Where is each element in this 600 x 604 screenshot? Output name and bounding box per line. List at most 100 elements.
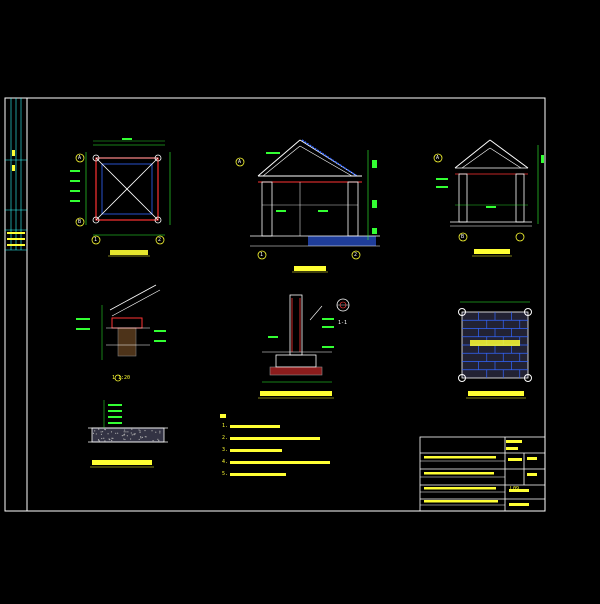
section-view	[250, 139, 380, 247]
gravel-speck	[133, 434, 135, 436]
gravel-speck	[123, 433, 126, 435]
section-axis-label-a: A	[238, 159, 242, 165]
left-strip-text	[7, 150, 25, 246]
gravel-speck	[158, 440, 160, 442]
gravel-speck	[115, 432, 117, 434]
elevation-axis-label-a: A	[436, 155, 440, 161]
section-marker-icon	[235, 157, 245, 167]
plan-axis-label-b: B	[78, 219, 82, 225]
plan-axis-label-a: A	[78, 155, 82, 161]
gravel-speck	[100, 433, 103, 435]
gravel-speck	[159, 432, 161, 434]
gravel-speck	[123, 438, 125, 440]
gravel-speck	[94, 430, 96, 432]
gravel-speck	[111, 439, 113, 442]
gravel-speck	[98, 428, 100, 430]
gravel-speck	[140, 436, 142, 438]
left-binding-strip	[5, 98, 27, 251]
section-axis-label-1: 1	[260, 252, 264, 258]
gravel-speck	[138, 438, 140, 441]
gravel-speck	[131, 434, 133, 436]
gravel-speck	[138, 429, 140, 431]
paving-title-text-block	[468, 391, 524, 396]
detail-marker-icon	[114, 374, 122, 382]
foundation-section-view	[88, 400, 168, 443]
gravel-speck	[152, 440, 154, 442]
note-item-5: 5.	[222, 471, 229, 477]
axis-bubble-icon	[257, 250, 267, 260]
column-detail-sub-label: 1-1	[338, 320, 348, 326]
gravel-speck	[104, 428, 106, 431]
axis-bubble-icon	[91, 235, 101, 245]
note-item-4: 4.	[222, 459, 229, 465]
gravel-speck	[123, 429, 126, 431]
gravel-speck	[95, 433, 97, 435]
gravel-speck	[103, 437, 105, 439]
gravel-speck	[155, 431, 157, 433]
gravel-speck	[110, 431, 113, 433]
gravel-speck	[159, 430, 161, 432]
gravel-speck	[124, 438, 126, 441]
axis-bubble-icon	[75, 153, 85, 163]
gravel-speck	[144, 429, 146, 432]
axis-bubble-icon	[155, 235, 165, 245]
gravel-speck	[92, 432, 95, 434]
roof-plan-view	[70, 138, 171, 236]
axis-bubble-icon	[458, 232, 468, 242]
plan-axis-label-2: 2	[158, 237, 162, 243]
gravel-speck	[157, 438, 159, 440]
note-item-1: 1.	[222, 423, 229, 429]
gravel-speck	[125, 431, 127, 433]
elevation-title-text-block	[474, 249, 510, 254]
notes-block	[220, 414, 330, 476]
gravel-speck	[123, 431, 125, 433]
column-footing-detail-view	[262, 294, 350, 383]
title-block	[419, 436, 546, 512]
axis-bubble-icon	[75, 217, 85, 227]
gravel-speck	[129, 438, 132, 440]
gravel-speck	[144, 436, 146, 438]
section-title-text-block	[294, 266, 326, 271]
gravel-speck	[121, 435, 123, 437]
gravel-speck	[112, 437, 114, 439]
note-item-2: 2.	[222, 435, 229, 441]
detail-1-title: 1 1:20	[112, 375, 131, 381]
section-axis-label-2: 2	[354, 252, 358, 258]
axis-bubble-icon	[351, 250, 361, 260]
plan-title-text-block	[110, 250, 148, 255]
gravel-speck	[141, 436, 144, 438]
gravel-speck	[101, 431, 104, 433]
axis-bubble-icon	[515, 232, 525, 242]
foundation-title-text-block	[92, 460, 152, 465]
gravel-speck	[97, 439, 100, 441]
gravel-speck	[127, 431, 129, 433]
column-detail-title-text-block	[260, 391, 332, 396]
plan-axis-label-1: 1	[94, 237, 98, 243]
gravel-speck	[117, 432, 119, 434]
note-item-3: 3.	[222, 447, 229, 453]
gravel-speck	[111, 437, 113, 439]
eave-detail-view	[76, 284, 166, 360]
paving-plan-view	[458, 301, 532, 382]
gravel-speck	[98, 440, 100, 442]
gravel-speck	[101, 437, 103, 440]
axis-bubble-icon	[433, 153, 443, 163]
gravel-speck	[108, 438, 110, 440]
drawing-number: L09	[510, 486, 520, 492]
gravel-speck	[134, 433, 136, 435]
gravel-speck	[107, 433, 109, 435]
gravel-speck	[126, 435, 128, 437]
elevation-axis-label-b: B	[461, 234, 465, 240]
gravel-speck	[151, 430, 153, 432]
gravel-speck	[100, 431, 102, 433]
title-block-text	[506, 440, 537, 506]
gravel-speck	[139, 431, 141, 433]
elevation-view	[436, 139, 544, 227]
gravel-speck	[131, 428, 133, 430]
gravel-speck	[140, 437, 142, 439]
sheet-inner-border	[26, 97, 546, 512]
gravel-speck	[130, 432, 132, 434]
gravel-speck	[123, 434, 125, 436]
